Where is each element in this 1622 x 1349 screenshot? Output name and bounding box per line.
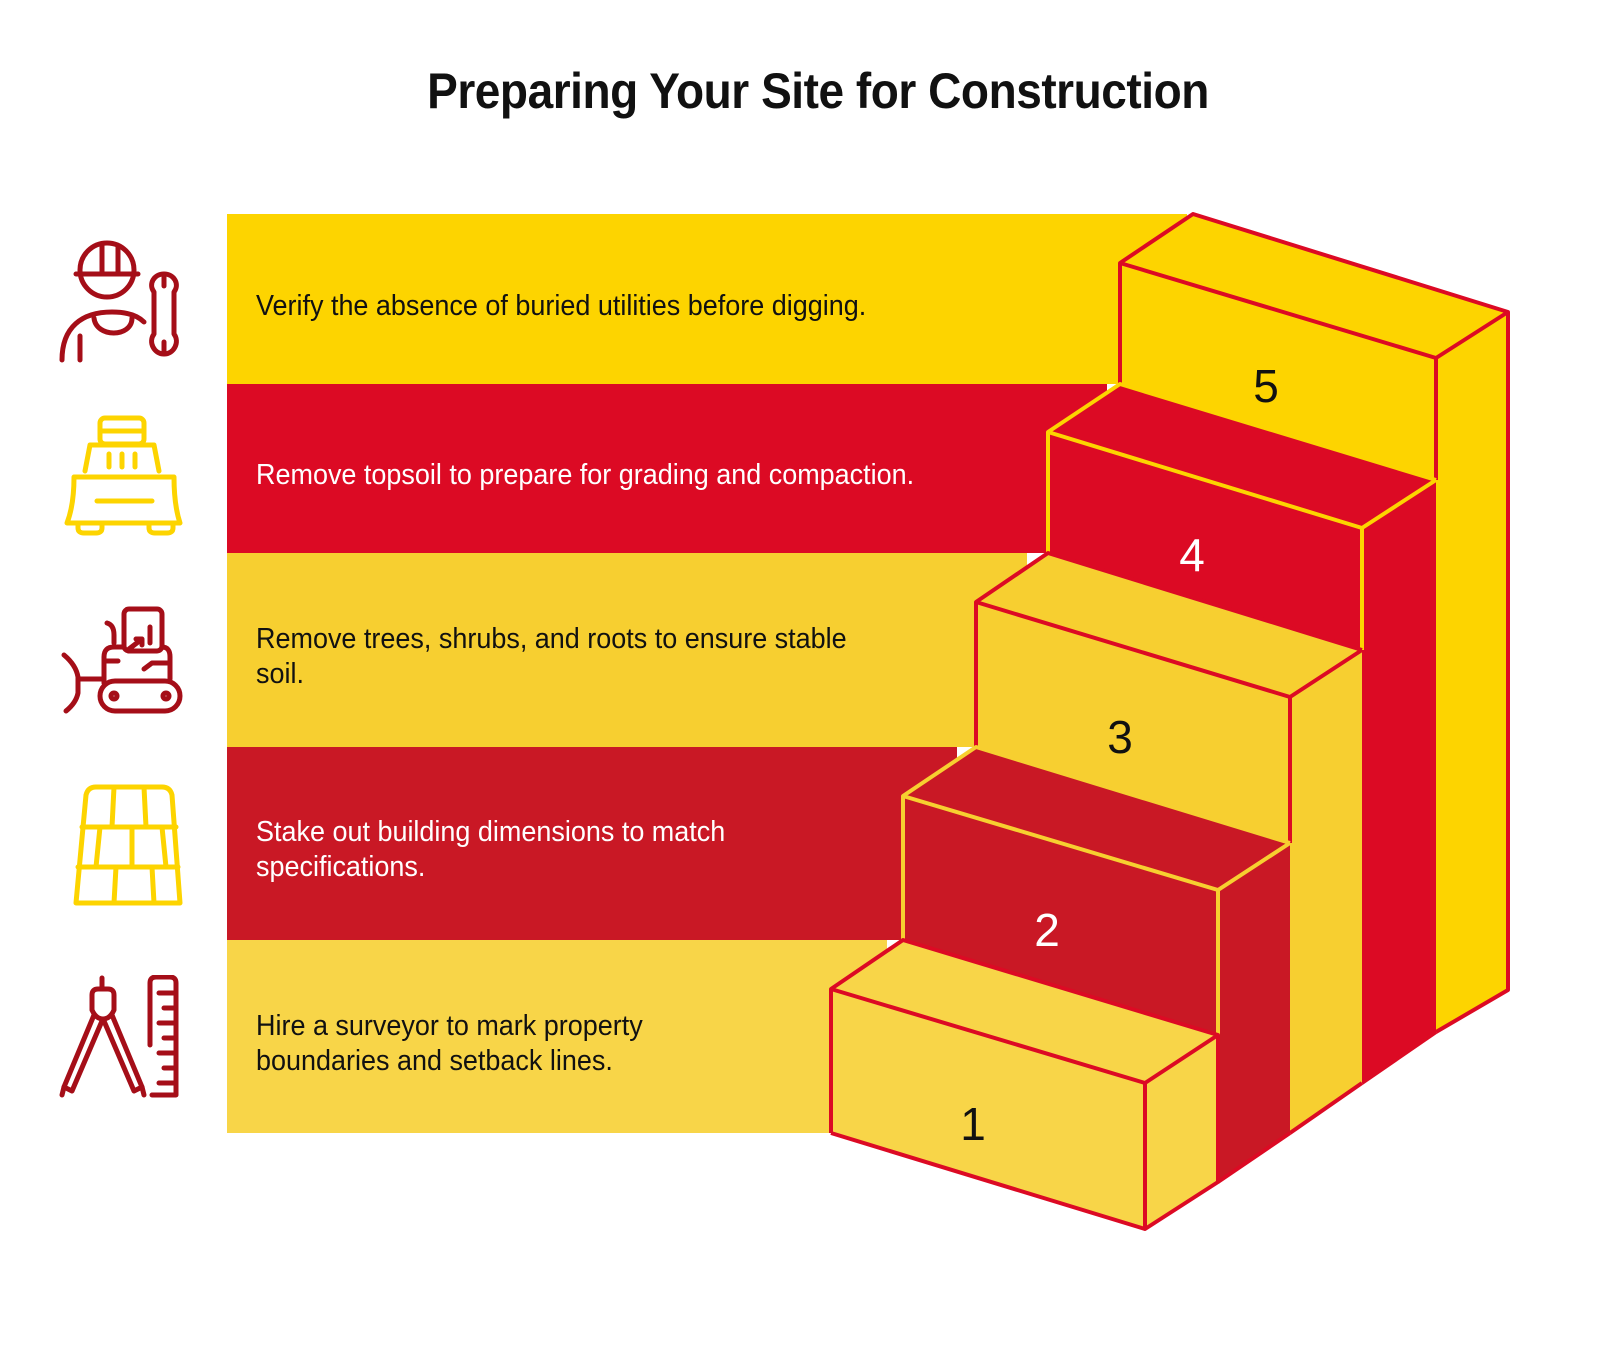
worker-wrench-icon — [59, 240, 179, 363]
band-step-5 — [227, 214, 1187, 384]
stair-step-2 — [901, 745, 1292, 1184]
compass-ruler-icon — [59, 975, 179, 1098]
band-step-4 — [227, 384, 1107, 553]
step-5-text: Verify the absence of buried utilities b… — [256, 290, 867, 322]
step-number-4: 4 — [1179, 529, 1205, 581]
foundation-grid-icon — [73, 784, 183, 906]
step-number-1: 1 — [960, 1098, 986, 1150]
grader-icon — [64, 415, 183, 536]
step-number-5: 5 — [1253, 360, 1279, 412]
stair-step-3 — [974, 551, 1364, 1135]
band-step-1 — [227, 940, 887, 1133]
step-3-text: Remove trees, shrubs, and roots to ensur… — [256, 623, 847, 690]
step-number-2: 2 — [1034, 904, 1060, 956]
band-step-3 — [227, 553, 1027, 747]
step-4-text: Remove topsoil to prepare for grading an… — [256, 459, 915, 491]
stair-step-1 — [829, 938, 1220, 1231]
band-step-2 — [227, 747, 957, 940]
bulldozer-icon — [61, 606, 183, 714]
step-number-3: 3 — [1107, 711, 1133, 763]
step-2-text: Stake out building dimensions to match s… — [256, 816, 726, 883]
page-title: Preparing Your Site for Construction — [427, 63, 1209, 119]
step-1-text: Hire a surveyor to mark property boundar… — [256, 1010, 643, 1077]
